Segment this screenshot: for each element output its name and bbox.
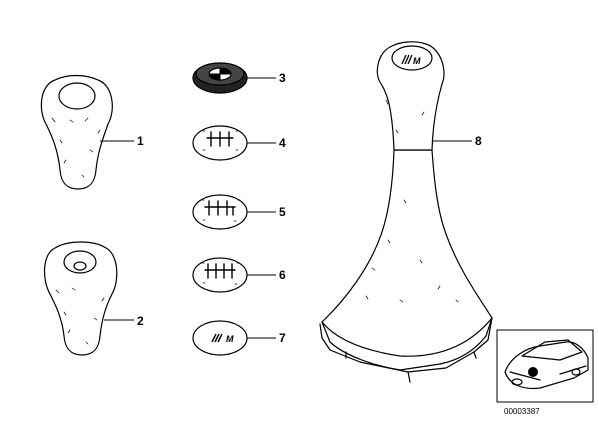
part-label-4: 4 bbox=[279, 136, 286, 150]
reference-number: 00003387 bbox=[504, 407, 540, 416]
shift-knob-with-gaiter[interactable]: M bbox=[319, 41, 493, 383]
knob-m-text: M bbox=[413, 56, 421, 66]
part-label-1: 1 bbox=[137, 134, 144, 148]
shift-pattern-insert-4[interactable] bbox=[192, 125, 248, 161]
part-label-2: 2 bbox=[137, 314, 144, 328]
m-stripes-icon bbox=[211, 333, 223, 343]
shift-knob-recessed[interactable] bbox=[44, 241, 118, 356]
part-label-7: 7 bbox=[279, 331, 286, 345]
part-label-3: 3 bbox=[279, 71, 286, 85]
part-label-8: 8 bbox=[475, 134, 482, 148]
m-logo-icon: M bbox=[401, 54, 421, 66]
part-label-5: 5 bbox=[279, 205, 286, 219]
shift-pattern-insert-6[interactable] bbox=[192, 257, 248, 293]
location-marker-icon bbox=[528, 367, 538, 377]
m-emblem-insert[interactable]: M bbox=[192, 320, 248, 356]
roundel-emblem[interactable] bbox=[192, 62, 248, 94]
shift-pattern-insert-5[interactable] bbox=[192, 194, 248, 230]
shift-knob-round[interactable] bbox=[40, 74, 113, 190]
m-emblem-text: M bbox=[226, 334, 234, 344]
vehicle-location-thumbnail bbox=[496, 329, 594, 403]
part-label-6: 6 bbox=[279, 268, 286, 282]
